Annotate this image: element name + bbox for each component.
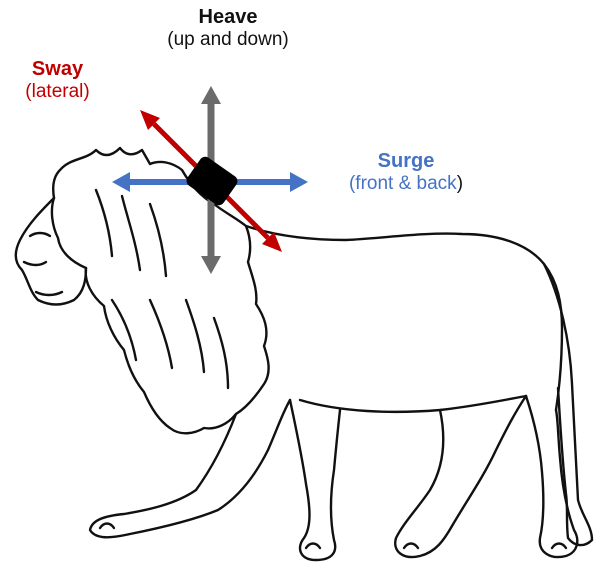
sway-label: Sway (lateral) <box>10 58 105 103</box>
surge-subtitle-row: (front & back) <box>326 173 486 195</box>
heave-label: Heave (up and down) <box>148 6 308 51</box>
sway-title: Sway <box>10 58 105 81</box>
surge-subtitle-close: ) <box>457 173 463 194</box>
heave-subtitle: (up and down) <box>148 29 308 51</box>
surge-title: Surge <box>326 150 486 173</box>
heave-title: Heave <box>148 6 308 29</box>
surge-label: Surge (front & back) <box>326 150 486 195</box>
sway-subtitle: (lateral) <box>10 81 105 103</box>
surge-subtitle: (front & back <box>349 173 457 194</box>
lion-icon <box>16 148 592 560</box>
